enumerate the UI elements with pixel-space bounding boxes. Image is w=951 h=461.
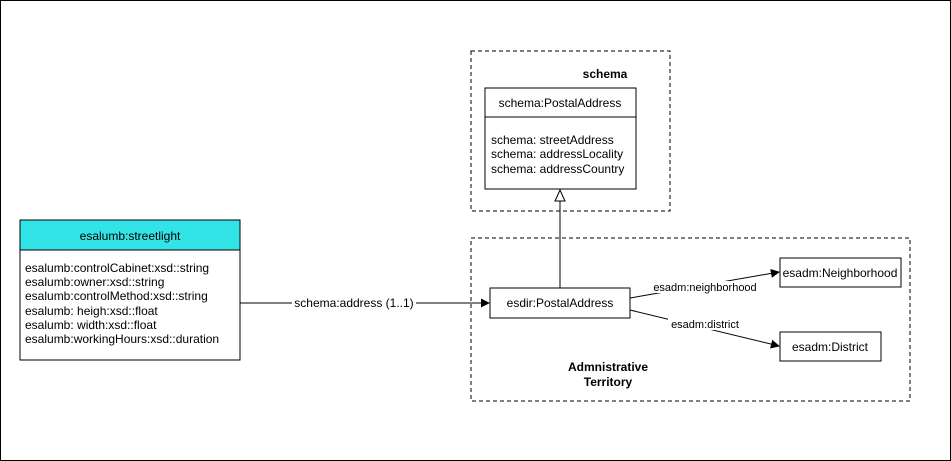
territory-group: Admnistrative Territory — [470, 237, 911, 402]
esdir-postaladdress-node[interactable]: esdir:PostalAddress — [489, 287, 631, 319]
neighborhood-node[interactable]: esadm:Neighborhood — [779, 257, 902, 288]
schema-group-label: schema — [583, 67, 628, 81]
streetlight-attribute: esalumb: heigh:xsd::float — [25, 304, 158, 318]
hollow-triangle-arrowhead — [554, 188, 566, 202]
neighborhood-edge[interactable]: esadm:neighborhood — [629, 268, 780, 299]
territory-label-line1: Admnistrative — [568, 360, 648, 374]
schema-group: schema — [470, 50, 671, 212]
schema-postaladdress-class[interactable]: schema:PostalAddress schema: streetAddre… — [484, 87, 637, 190]
district-node[interactable]: esadm:District — [779, 331, 882, 362]
esdir-postaladdress-label: esdir:PostalAddress — [507, 296, 614, 310]
address-edge-label: schema:address (1..1) — [294, 296, 413, 310]
streetlight-attribute: esalumb:owner:xsd::string — [25, 275, 164, 289]
district-edge-label: esadm:district — [671, 319, 739, 331]
schema-attribute: schema: addressLocality — [491, 147, 623, 161]
address-edge[interactable]: schema:address (1..1) — [240, 296, 490, 310]
neighborhood-edge-label: esadm:neighborhood — [653, 282, 756, 294]
schema-attribute: schema: streetAddress — [491, 133, 614, 147]
streetlight-header — [19, 219, 241, 251]
edge-label-background — [668, 318, 744, 330]
streetlight-attribute: esalumb:controlCabinet:xsd::string — [25, 261, 209, 275]
inheritance-edge[interactable] — [554, 188, 566, 288]
edge-label-background — [652, 281, 758, 293]
streetlight-attribute: esalumb:workingHours:xsd::duration — [25, 332, 219, 346]
neighborhood-label: esadm:Neighborhood — [783, 266, 898, 280]
streetlight-attribute: esalumb: width:xsd::float — [25, 318, 157, 332]
schema-postaladdress-title: schema:PostalAddress — [499, 96, 622, 110]
district-edge[interactable]: esadm:district — [629, 309, 780, 349]
territory-label-line2: Territory — [584, 375, 633, 389]
district-label: esadm:District — [792, 340, 869, 354]
streetlight-class[interactable]: esalumb:streetlight esalumb:controlCabin… — [19, 219, 241, 361]
streetlight-title: esalumb:streetlight — [80, 229, 181, 243]
edge-label-background — [292, 296, 416, 310]
schema-attribute: schema: addressCountry — [491, 162, 624, 176]
streetlight-attribute: esalumb:controlMethod:xsd::string — [25, 289, 208, 303]
